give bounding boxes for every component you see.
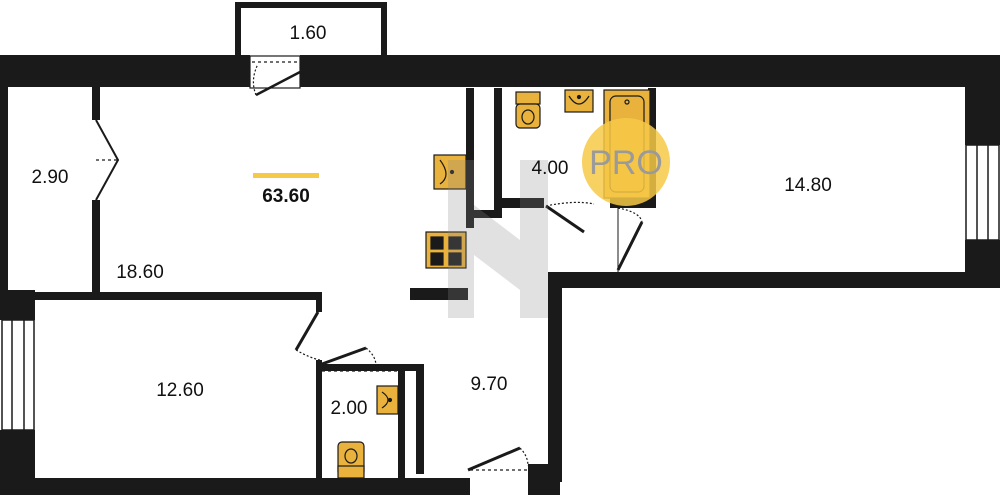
- wall-bedroom-right-bottom: [548, 272, 1000, 288]
- wall-loggia-right-low: [92, 200, 100, 300]
- window-left: [1, 319, 35, 431]
- wall-kitchen-corner: [466, 210, 502, 218]
- pro-badge-circle: [582, 118, 670, 206]
- wall-bedroom-left-right: [316, 292, 322, 312]
- wall-bottom-left: [0, 478, 470, 495]
- room-area-bedroom-left: 12.60: [156, 380, 204, 401]
- wall-left-top: [0, 55, 8, 320]
- wall-bath-bottom: [494, 198, 544, 208]
- wall-bath-left: [494, 88, 502, 218]
- wall-bedroom-left-top: [0, 292, 322, 300]
- wc-toilet-icon: [337, 441, 365, 479]
- wall-bedroom-left-right-low: [316, 360, 322, 485]
- total-area: 63.60: [262, 186, 310, 207]
- room-area-bedroom-right: 14.80: [784, 175, 832, 196]
- pro-badge: PRO: [582, 118, 670, 206]
- wall-wc-top: [320, 364, 420, 371]
- pro-badge-text: PRO: [589, 144, 663, 182]
- wall-wc-inner: [398, 371, 405, 481]
- wc-sink-icon: [376, 385, 399, 415]
- doors: [95, 55, 644, 472]
- total-area-underline: [253, 173, 319, 178]
- wall-hallway-right: [548, 272, 562, 482]
- stove-icon: [425, 231, 467, 269]
- balcony-outline: [235, 2, 387, 57]
- wall-top-right: [300, 55, 1000, 87]
- kitchen-sink-icon: [433, 154, 467, 190]
- room-area-balcony: 1.60: [290, 23, 327, 44]
- wall-top-left: [0, 55, 250, 87]
- wall-kitchen-vertical: [466, 88, 474, 228]
- watermark-logo: [448, 160, 548, 318]
- room-area-loggia: 2.90: [32, 167, 69, 188]
- wall-right-top: [965, 55, 1000, 145]
- walls: [0, 55, 1000, 495]
- room-area-living-kitchen: 18.60: [116, 262, 164, 283]
- toilet-icon: [515, 91, 541, 129]
- wall-stub-kitchen: [410, 288, 468, 300]
- windows: [1, 144, 1000, 431]
- room-area-hallway: 9.70: [471, 374, 508, 395]
- bathroom-sink-icon: [564, 89, 594, 113]
- room-area-wc: 2.00: [331, 398, 368, 419]
- wall-wc-outer: [416, 364, 424, 474]
- window-right: [965, 144, 1000, 241]
- wall-loggia-right: [92, 60, 100, 120]
- room-area-bathroom: 4.00: [532, 158, 569, 179]
